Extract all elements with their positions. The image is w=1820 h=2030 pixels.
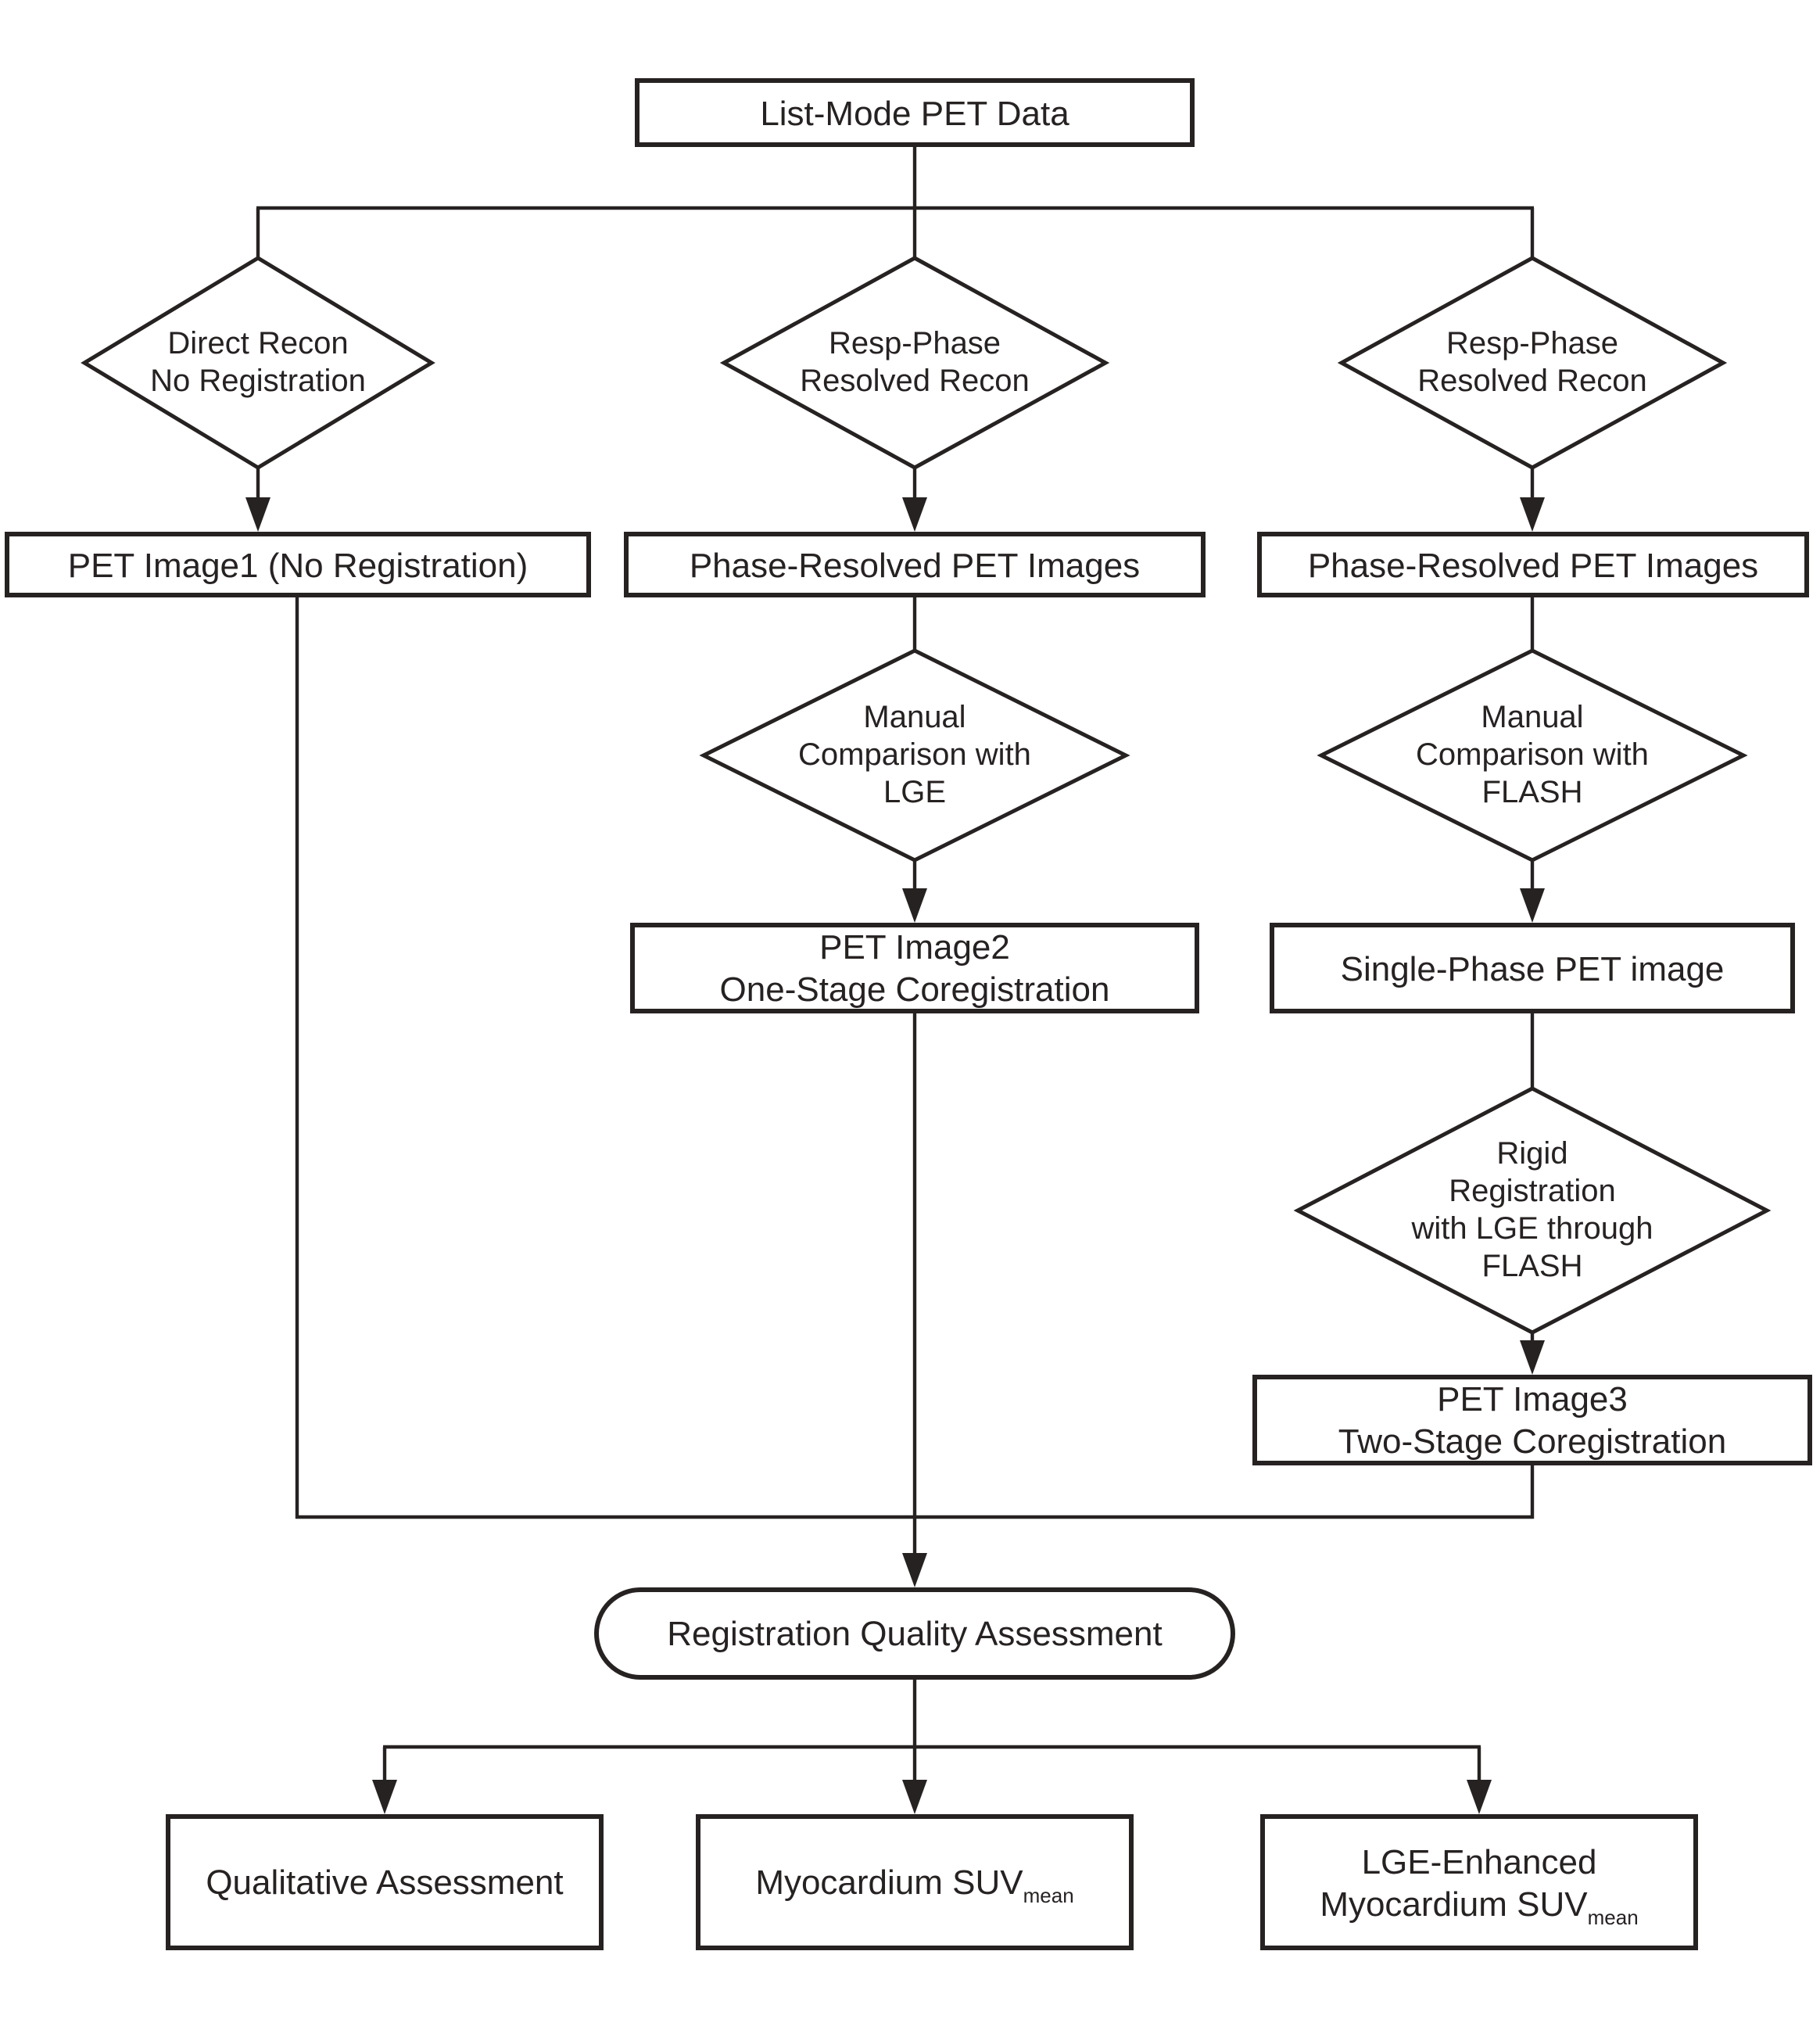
node-pet-image2: PET Image2 One-Stage Coregistration	[630, 923, 1199, 1013]
manual-flash-line2: Comparison with	[1416, 738, 1649, 773]
node-pet-image1: PET Image1 (No Registration)	[5, 532, 591, 597]
manual-lge-line3: LGE	[883, 776, 947, 810]
lge-enhanced-suv-text: Myocardium SUV	[1320, 1884, 1588, 1923]
node-single-phase-pet-image: Single-Phase PET image	[1270, 923, 1795, 1013]
arrowhead-pet-image2	[902, 888, 927, 923]
rigid-line2: Registration	[1449, 1175, 1616, 1209]
decision-resp-phase-mid-label: Resp-Phase Resolved Recon	[704, 325, 1126, 400]
manual-lge-line2: Comparison with	[798, 738, 1031, 773]
rigid-line3: with LGE through	[1411, 1212, 1653, 1246]
node-pet-image3: PET Image3 Two-Stage Coregistration	[1252, 1375, 1812, 1465]
arrowhead-myocardium-suv	[902, 1780, 927, 1814]
myocardium-suv-text: Myocardium SUV	[755, 1863, 1023, 1902]
rigid-line1: Rigid	[1496, 1137, 1568, 1171]
node-phase-resolved-images-mid-label: Phase-Resolved PET Images	[689, 545, 1141, 584]
rigid-line4: FLASH	[1481, 1250, 1583, 1284]
manual-flash-line1: Manual	[1481, 701, 1584, 735]
manual-flash-line3: FLASH	[1481, 776, 1583, 810]
resp-phase-right-line2: Resolved Recon	[1417, 364, 1647, 399]
resp-phase-mid-line2: Resolved Recon	[800, 364, 1030, 399]
node-pet-image1-label: PET Image1 (No Registration)	[67, 545, 528, 584]
arrowhead-lge-enhanced-suv	[1467, 1780, 1492, 1814]
node-phase-resolved-images-right-label: Phase-Resolved PET Images	[1307, 545, 1759, 584]
node-qualitative-assessment-label: Qualitative Assessment	[206, 1863, 564, 1902]
node-pet-image2-line2: One-Stage Coregistration	[719, 970, 1110, 1009]
node-qualitative-assessment: Qualitative Assessment	[166, 1814, 604, 1950]
direct-recon-line2: No Registration	[150, 364, 366, 399]
node-list-mode-pet-data-label: List-Mode PET Data	[760, 93, 1069, 132]
node-phase-resolved-images-right: Phase-Resolved PET Images	[1257, 532, 1809, 597]
node-pet-image3-line2: Two-Stage Coregistration	[1338, 1422, 1727, 1461]
lge-enhanced-line2: Myocardium SUVmean	[1320, 1882, 1638, 1927]
node-list-mode-pet-data: List-Mode PET Data	[635, 78, 1195, 147]
arrowhead-single-phase	[1520, 888, 1545, 923]
node-phase-resolved-images-mid: Phase-Resolved PET Images	[624, 532, 1206, 597]
arrowhead-phase-resolved-mid	[902, 497, 927, 532]
arrowhead-quality-assessment	[902, 1553, 927, 1587]
manual-lge-line1: Manual	[863, 701, 966, 735]
node-pet-image3-line1: PET Image3	[1437, 1379, 1628, 1418]
decision-manual-comparison-lge-label: Manual Comparison with LGE	[704, 699, 1126, 812]
myocardium-suv-subscript: mean	[1023, 1883, 1074, 1907]
node-registration-quality-assessment: Registration Quality Assessment	[594, 1587, 1235, 1680]
node-myocardium-suv-mean: Myocardium SUVmean	[696, 1814, 1134, 1950]
decision-rigid-registration-label: Rigid Registration with LGE through FLAS…	[1313, 1135, 1751, 1286]
direct-recon-line1: Direct Recon	[167, 327, 349, 361]
arrowhead-qualitative	[372, 1780, 397, 1814]
node-pet-image2-line1: PET Image2	[819, 927, 1010, 967]
resp-phase-mid-line1: Resp-Phase	[828, 327, 1001, 361]
arrowhead-pet-image1	[245, 497, 270, 532]
decision-resp-phase-right-label: Resp-Phase Resolved Recon	[1321, 325, 1743, 400]
decision-manual-comparison-flash-label: Manual Comparison with FLASH	[1321, 699, 1743, 812]
lge-enhanced-suv-subscript: mean	[1587, 1904, 1639, 1928]
node-single-phase-pet-image-label: Single-Phase PET image	[1340, 949, 1725, 988]
node-myocardium-suv-mean-label: Myocardium SUVmean	[755, 1861, 1073, 1906]
node-registration-quality-assessment-label: Registration Quality Assessment	[667, 1614, 1163, 1653]
resp-phase-right-line1: Resp-Phase	[1446, 327, 1619, 361]
node-lge-enhanced-myocardium-suv-mean: LGE-Enhanced Myocardium SUVmean	[1260, 1814, 1698, 1950]
lge-enhanced-line1: LGE-Enhanced	[1361, 1842, 1597, 1881]
arrowhead-pet-image3	[1520, 1340, 1545, 1375]
arrowhead-phase-resolved-right	[1520, 497, 1545, 532]
decision-direct-recon-label: Direct Recon No Registration	[47, 325, 469, 400]
